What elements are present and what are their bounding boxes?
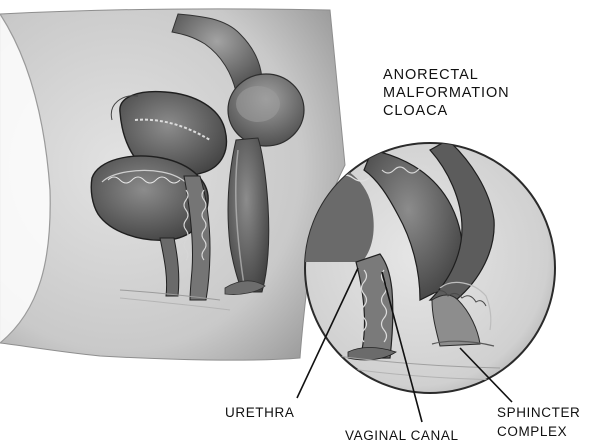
title-line-1: ANORECTAL xyxy=(383,66,510,84)
title-line-3: CLOACA xyxy=(383,102,510,120)
diagram-title: ANORECTAL MALFORMATION CLOACA xyxy=(383,66,510,120)
sphincter-label-line-1: SPHINCTER xyxy=(497,405,580,421)
vaginal-canal-label: VAGINAL CANAL xyxy=(345,428,459,444)
sphincter-label-line-2: COMPLEX xyxy=(497,424,567,440)
urethra-label: URETHRA xyxy=(225,405,294,421)
title-line-2: MALFORMATION xyxy=(383,84,510,102)
